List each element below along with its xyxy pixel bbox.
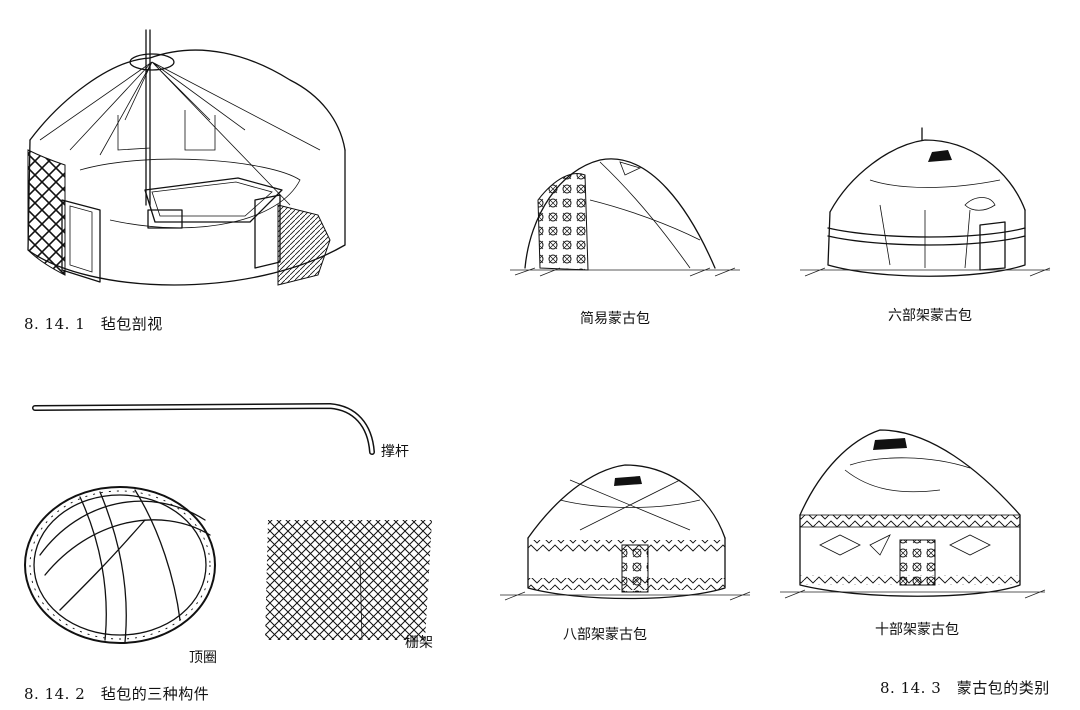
yurt-cutaway-illustration [27,29,346,286]
ten-part-yurt-illustration [780,429,1046,599]
figure-caption-components: 8. 14. 2 毡包的三种构件 [24,685,210,703]
label-simple-yurt: 简易蒙古包 [580,311,650,327]
crown-ring-illustration [24,486,216,644]
label-ten-part-yurt: 十部架蒙古包 [875,622,959,638]
six-part-yurt-illustration [800,127,1051,277]
figure-caption-cutaway: 8. 14. 1 毡包剖视 [24,315,163,333]
lattice-wall-illustration [265,520,432,641]
label-six-part-yurt: 六部架蒙古包 [888,308,972,324]
label-eight-part-yurt: 八部架蒙古包 [563,627,647,643]
eight-part-yurt-illustration [500,464,751,601]
label-lattice: 栅架 [405,635,433,651]
simple-yurt-illustration [510,158,740,277]
label-pole: 撑杆 [381,444,409,460]
pole-illustration [32,402,375,455]
figure-caption-yurt-types: 8. 14. 3 蒙古包的类别 [880,679,1050,697]
label-crown: 顶圈 [189,650,217,666]
